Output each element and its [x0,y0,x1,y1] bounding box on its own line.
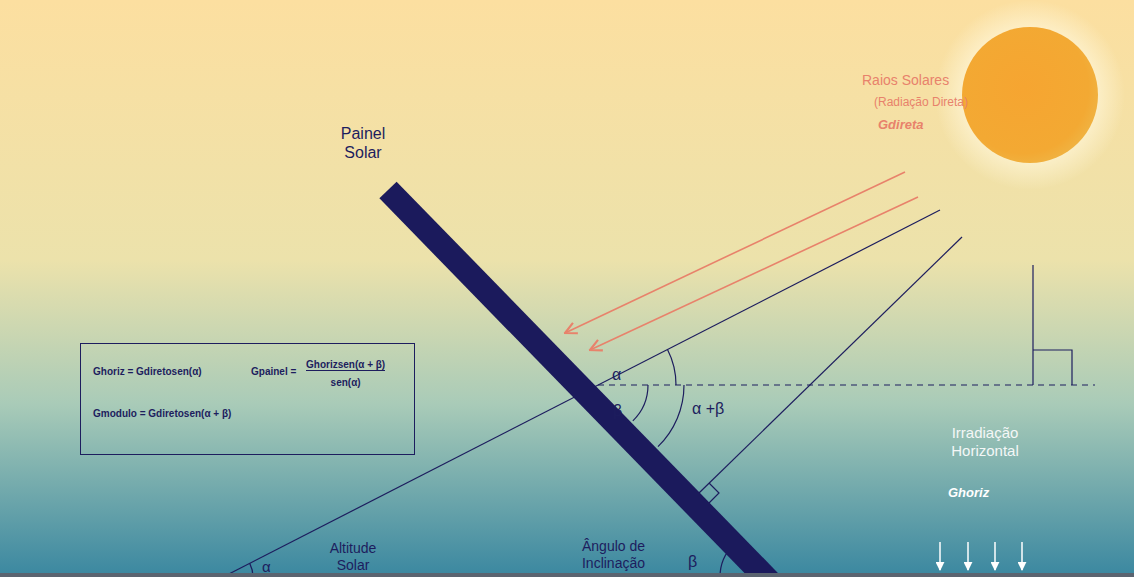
angle-label: α +β [692,400,724,418]
formula-text: Ghorizsen(α + β) [306,359,385,371]
ground-bar [0,573,1134,577]
formula-text: Gmodulo = Gdiretosen(α + β) [93,408,231,419]
angle-label: α [612,366,621,384]
irradiation-arrow [939,542,941,570]
sun-glow [935,0,1125,190]
irradiation-label: Irradiação Horizontal [930,424,1040,460]
heading-label: Raios Solares [862,73,949,88]
formula-box: Ghoriz = Gdiretosen(α) Gpainel = Ghorizsen… [80,343,415,455]
formula-text: Gpainel = [251,366,296,377]
formula-text: sen(α) [331,377,361,388]
normal-line [699,237,962,493]
horizontal-reference [598,384,1095,385]
irradiation-arrow [967,542,969,570]
angle-label: α [262,559,271,576]
angle-name: Altitude Solar [318,540,388,574]
subheading-label: (Radiação Direta) [874,96,968,109]
vertical-line [1032,265,1033,385]
angle-arc [633,385,648,421]
sun-ray-arrow [590,197,918,350]
irradiation-arrow [1021,542,1023,570]
angle-arc [667,350,676,385]
angle-label: β [688,553,697,571]
angle-arc [658,385,684,447]
right-angle-mark [1033,350,1072,385]
angle-label: β [613,402,622,420]
symbol-label: Ghoriz [948,486,989,500]
sun-ray-arrow [565,172,905,333]
angle-name: Ângulo de Inclinação [556,538,671,572]
right-angle-mark [709,483,719,503]
formula-text: Ghoriz = Gdiretosen(α) [93,366,202,377]
solar-panel [388,190,770,577]
sun [962,27,1098,163]
symbol-label: Gdireta [878,118,924,132]
panel-label: Painel Solar [328,124,398,162]
irradiation-arrow [994,542,996,570]
